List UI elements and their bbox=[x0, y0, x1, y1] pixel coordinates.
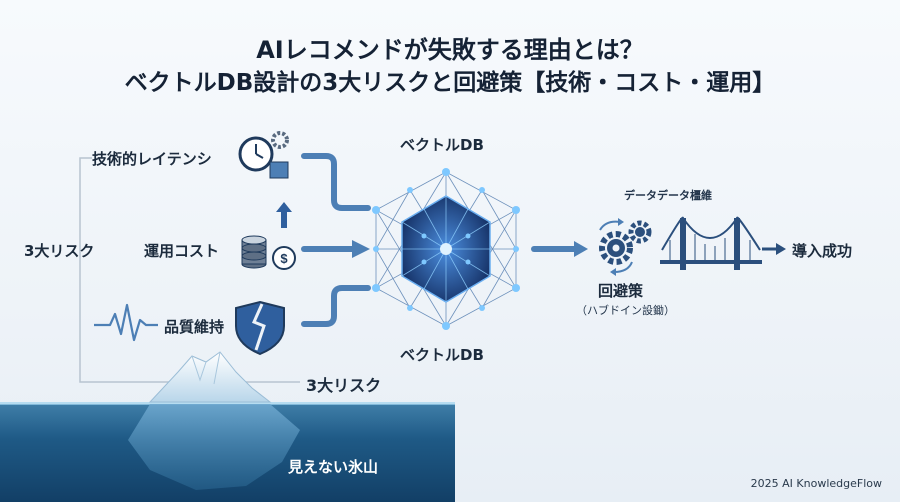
bridge-icon bbox=[660, 216, 762, 270]
result-label: 導入成功 bbox=[792, 242, 853, 260]
iceberg-icon bbox=[128, 351, 300, 490]
broken-shield-icon bbox=[235, 300, 285, 356]
risk-label-latency: 技術的レイテンシ bbox=[92, 150, 212, 168]
iceberg-label: 3大リスク bbox=[306, 376, 382, 395]
title-line-1: AIレコメンドが失敗する理由とは？ bbox=[256, 36, 644, 64]
svg-text:$: $ bbox=[280, 251, 288, 266]
risk-group-label: 3大リスク bbox=[24, 242, 95, 260]
underwater-label: 見えない氷山 bbox=[288, 458, 379, 476]
risk-label-cost: 運用コスト bbox=[144, 242, 220, 260]
gears-icon bbox=[599, 218, 652, 276]
footer-credit: 2025 AI KnowledgeFlow bbox=[750, 477, 882, 490]
title-line-2: ベクトルDB設計の3大リスクと回避策【技術・コスト・運用】 bbox=[124, 70, 776, 96]
risk-arrows bbox=[301, 153, 371, 327]
result-arrow bbox=[762, 243, 786, 255]
vector-db-top-label: ベクトルDB bbox=[400, 136, 484, 154]
solution-title: 回避策 bbox=[598, 282, 644, 300]
solution-subtitle: （ハブドイン設鋤） bbox=[576, 304, 675, 317]
underwater-label-box: 見えない氷山 bbox=[278, 450, 398, 480]
coin-stack-dollar-icon: $ bbox=[241, 202, 296, 270]
risk-label-quality: 品質維持 bbox=[164, 318, 225, 336]
vector-db-network-icon bbox=[372, 168, 520, 330]
water-line bbox=[0, 402, 455, 405]
center-arrow-head bbox=[352, 240, 370, 258]
vector-db-bottom-label: ベクトルDB bbox=[400, 346, 484, 364]
db-output-arrow bbox=[531, 241, 588, 257]
clock-gear-icon bbox=[238, 131, 289, 179]
pulse-wave-icon bbox=[94, 303, 158, 342]
bridge-caption: データデータ橿維 bbox=[624, 189, 712, 202]
